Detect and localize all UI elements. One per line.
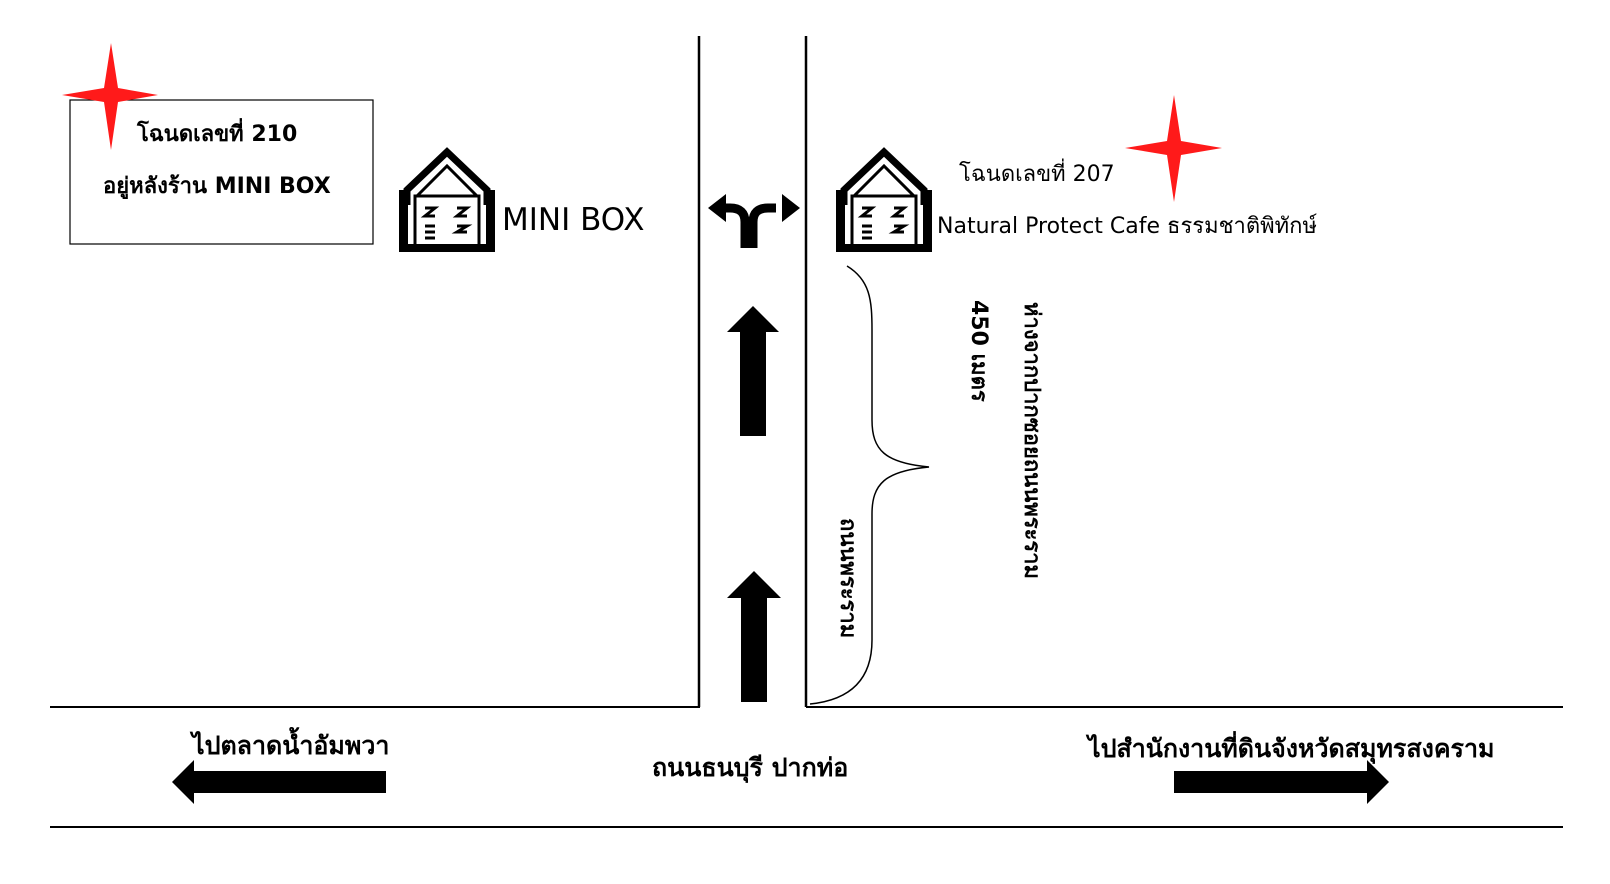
right-direction-label: ไปสำนักงานที่ดินจังหวัดสมุทรสงคราม	[1088, 734, 1495, 763]
fork-arrow-icon	[708, 194, 800, 248]
star-marker-icon	[1125, 95, 1222, 202]
arrow-up-icon	[727, 306, 779, 436]
plot-210-title: โฉนดเลขที่ 210	[137, 122, 298, 147]
left-direction-label: ไปตลาดน้ำอัมพวา	[192, 731, 390, 760]
minibox-shop-name: MINI BOX	[502, 202, 645, 238]
side-road-name: ถนนพระราม	[835, 518, 860, 639]
arrow-left-icon	[172, 760, 386, 804]
star-marker-icon	[62, 43, 158, 150]
plot-207-shop-name: Natural Protect Cafe ธรรมชาติพิทักษ์	[937, 214, 1317, 239]
distance-value: 450 เมตร	[966, 300, 991, 402]
distance-note: ห่างจากปากซอยถนนพระราม	[1019, 302, 1044, 580]
plot-210-box	[69, 99, 374, 245]
plot-210-subtitle: อยู่หลังร้าน MINI BOX	[103, 174, 331, 199]
house-icon	[836, 152, 932, 252]
house-icon	[399, 152, 495, 252]
arrow-right-icon	[1174, 760, 1389, 804]
brace-icon	[809, 265, 930, 705]
main-road-name: ถนนธนบุรี ปากท่อ	[652, 753, 849, 782]
arrow-up-icon	[727, 571, 781, 702]
plot-207-title: โฉนดเลขที่ 207	[959, 162, 1115, 187]
